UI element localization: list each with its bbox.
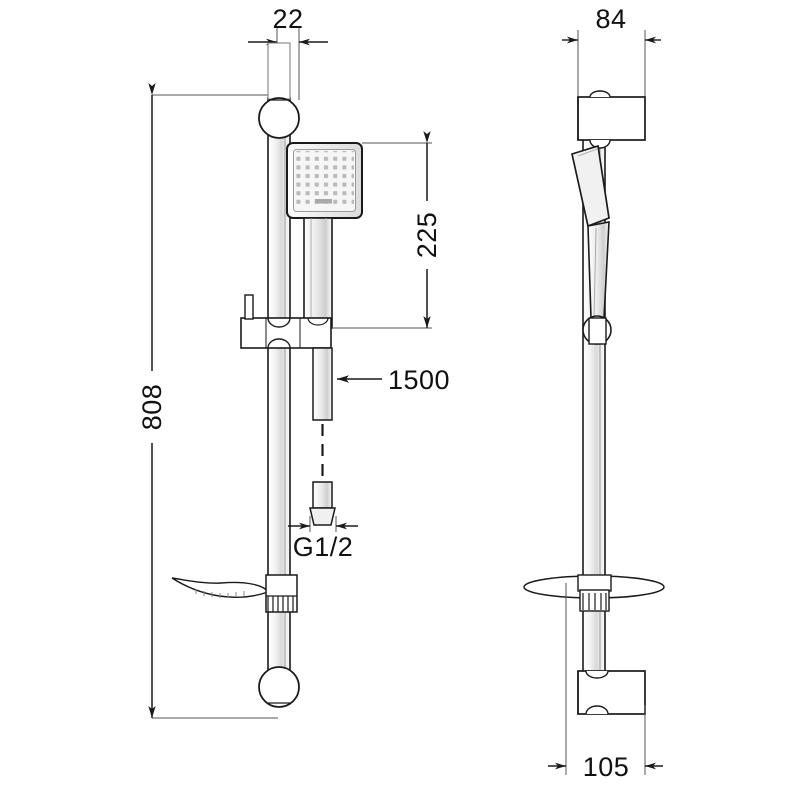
flexible-hose [309, 347, 336, 526]
dimension-1500: 1500 [337, 365, 450, 395]
dimension-label-22: 22 [272, 4, 303, 34]
side-view: 84 [523, 4, 665, 782]
rail-tube [267, 42, 291, 703]
dimension-84: 84 [562, 4, 661, 108]
dimension-105: 105 [548, 583, 663, 782]
side-hand-shower-handle [587, 221, 610, 319]
dimension-g12: G1/2 [288, 516, 358, 562]
dimension-label-105: 105 [583, 752, 630, 782]
dimension-label-1500: 1500 [388, 365, 450, 395]
hand-shower-handle [303, 217, 333, 329]
soap-dish [171, 577, 270, 598]
dimension-label-225: 225 [412, 212, 442, 259]
dimension-label-808: 808 [137, 384, 167, 431]
top-end-cap [258, 97, 300, 139]
side-slider-knuckle [582, 315, 612, 345]
bottom-wall-bracket [577, 670, 646, 715]
top-wall-bracket [577, 90, 646, 149]
bottom-end-cap [258, 666, 300, 708]
dimension-808: 808 [137, 83, 278, 719]
dimension-225: 225 [332, 131, 442, 329]
soap-dish-collar [265, 574, 298, 613]
dimension-label-g12: G1/2 [293, 532, 354, 562]
front-view: 22 808 [137, 4, 450, 719]
dimension-22: 22 [248, 4, 328, 100]
dimension-label-84: 84 [595, 4, 626, 34]
slider-bracket [240, 294, 332, 349]
square-hand-shower-head [286, 142, 363, 219]
side-soap-dish-profile [523, 574, 665, 612]
side-hand-shower-profile [571, 144, 610, 228]
